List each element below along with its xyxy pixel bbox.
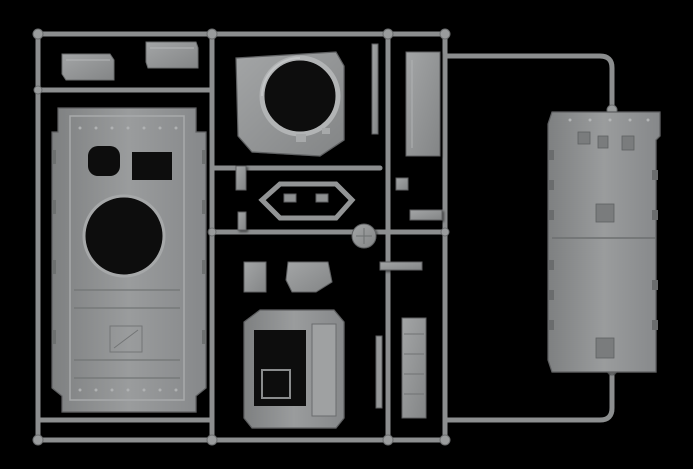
sprue-knobs bbox=[32, 28, 618, 446]
turret-ring-part bbox=[235, 51, 345, 157]
superstructure-part bbox=[243, 309, 345, 429]
long-side-panel-part bbox=[547, 111, 661, 373]
hull-floor-part bbox=[51, 107, 207, 413]
bracket-parts bbox=[235, 43, 443, 293]
small-plate-parts bbox=[61, 41, 199, 81]
tool-parts bbox=[375, 51, 441, 419]
hatch-frame-part bbox=[258, 181, 377, 249]
